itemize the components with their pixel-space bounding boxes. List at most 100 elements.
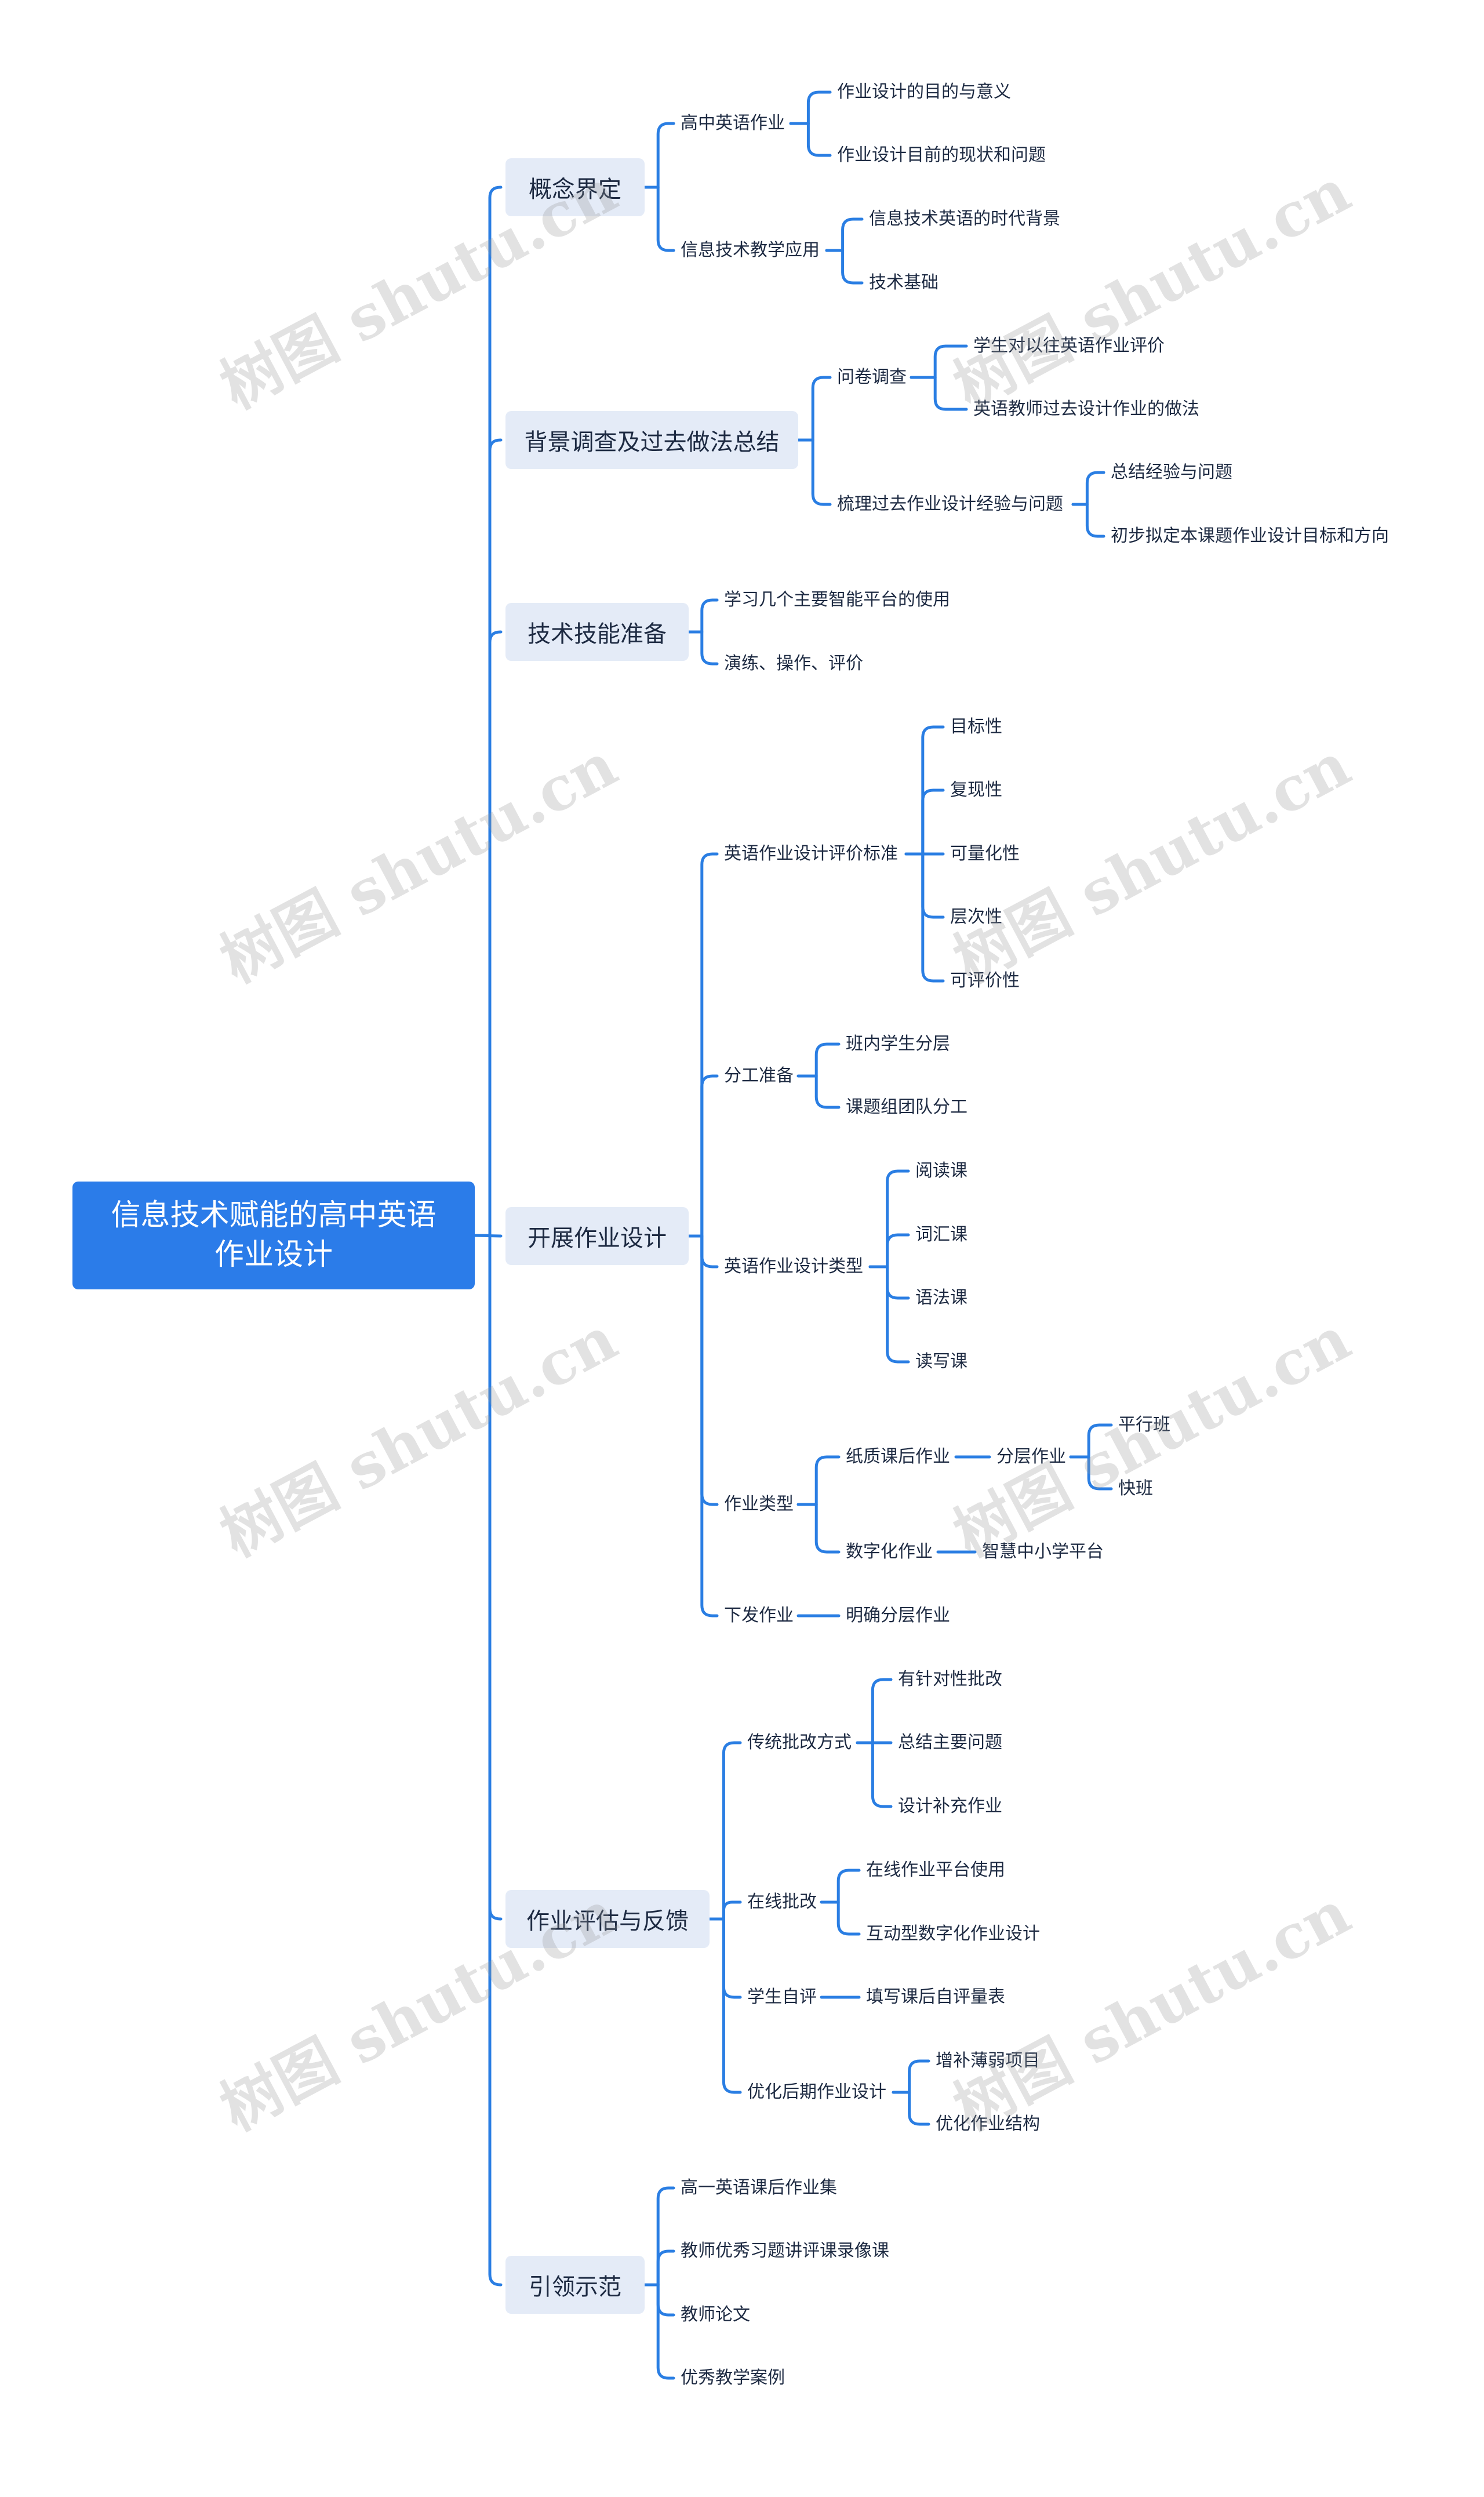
topic-node[interactable]: 英语教师过去设计作业的做法: [971, 399, 1202, 420]
connector-line: [910, 344, 968, 379]
topic-node[interactable]: 信息技术教学应用: [678, 240, 822, 261]
topic-node[interactable]: 语法课: [913, 1288, 970, 1309]
topic-node[interactable]: 初步拟定本课题作业设计目标和方向: [1108, 526, 1391, 547]
connector-line: [796, 1074, 841, 1109]
connector-line: [796, 1042, 841, 1078]
connector-line: [796, 1503, 841, 1554]
connector-line: [643, 122, 675, 189]
topic-node[interactable]: 技术基础: [867, 272, 941, 293]
branch-background-survey[interactable]: 背景调查及过去做法总结: [505, 411, 798, 469]
topic-node[interactable]: 可评价性: [948, 971, 1022, 991]
branch-demonstration[interactable]: 引领示范: [505, 2256, 645, 2314]
connector-line: [473, 438, 503, 1237]
connector-line: [904, 725, 945, 856]
topic-node[interactable]: 教师优秀习题讲评课录像课: [678, 2241, 892, 2262]
topic-node[interactable]: 优秀教学案例: [678, 2368, 787, 2389]
topic-node[interactable]: 高一英语课后作业集: [678, 2178, 839, 2198]
topic-node[interactable]: 作业设计的目的与意义: [835, 82, 1013, 103]
connector-line: [820, 1900, 861, 1936]
topic-node[interactable]: 演练、操作、评价: [722, 653, 865, 674]
topic-node[interactable]: 总结主要问题: [896, 1732, 1005, 1753]
topic-node[interactable]: 在线作业平台使用: [864, 1860, 1007, 1881]
branch-evaluation-feedback[interactable]: 作业评估与反馈: [505, 1890, 710, 1948]
topic-node[interactable]: 英语作业设计评价标准: [722, 844, 900, 864]
topic-node[interactable]: 下发作业: [722, 1605, 796, 1626]
topic-node[interactable]: 设计补充作业: [896, 1796, 1005, 1817]
topic-node[interactable]: 课题组团队分工: [843, 1097, 970, 1118]
branch-concept-definition[interactable]: 概念界定: [505, 158, 645, 216]
connector-line: [687, 1234, 719, 1618]
topic-node[interactable]: 在线批改: [745, 1892, 819, 1913]
connector-line: [1069, 1423, 1113, 1459]
topic-node[interactable]: 班内学生分层: [843, 1034, 952, 1055]
connector-line: [687, 598, 719, 634]
topic-node[interactable]: 总结经验与问题: [1108, 462, 1235, 483]
topic-node[interactable]: 词汇课: [913, 1224, 970, 1245]
topic-node[interactable]: 英语作业设计类型: [722, 1256, 865, 1277]
topic-node[interactable]: 分工准备: [722, 1066, 796, 1086]
topic-node[interactable]: 优化作业结构: [933, 2114, 1042, 2135]
topic-node[interactable]: 可量化性: [948, 844, 1022, 864]
topic-node[interactable]: 增补薄弱项目: [933, 2051, 1042, 2071]
connector-line: [1071, 471, 1105, 506]
connector-line: [904, 852, 945, 919]
connector-line: [789, 122, 832, 157]
topic-node[interactable]: 复现性: [948, 780, 1005, 801]
connector-line: [825, 217, 864, 252]
topic-node[interactable]: 读写课: [913, 1351, 970, 1372]
topic-node[interactable]: 纸质课后作业: [843, 1446, 952, 1467]
topic-node[interactable]: 目标性: [948, 717, 1005, 737]
connector-line: [856, 1678, 893, 1744]
connector-line: [473, 630, 503, 1237]
topic-node[interactable]: 分层作业: [994, 1446, 1068, 1467]
topic-node[interactable]: 学生对以往英语作业评价: [971, 336, 1167, 357]
connector-line: [473, 186, 503, 1237]
connector-line: [910, 376, 968, 411]
connector-line: [825, 249, 864, 285]
topic-node[interactable]: 梳理过去作业设计经验与问题: [835, 494, 1065, 515]
connector-line: [473, 1234, 503, 1921]
topic-node[interactable]: 填写课后自评量表: [864, 1987, 1007, 2008]
topic-node[interactable]: 作业设计目前的现状和问题: [835, 145, 1048, 166]
connector-line: [687, 630, 719, 666]
topic-node[interactable]: 快班: [1116, 1478, 1155, 1499]
topic-node[interactable]: 作业类型: [722, 1494, 796, 1515]
topic-node[interactable]: 互动型数字化作业设计: [864, 1924, 1042, 1944]
topic-node[interactable]: 平行班: [1116, 1415, 1173, 1435]
topic-node[interactable]: 有针对性批改: [896, 1669, 1005, 1690]
topic-node[interactable]: 智慧中小学平台: [980, 1542, 1106, 1562]
connector-line: [856, 1741, 893, 1808]
connector-line: [868, 1169, 910, 1269]
topic-node[interactable]: 学习几个主要智能平台的使用: [722, 590, 952, 610]
topic-node[interactable]: 传统批改方式: [745, 1732, 854, 1753]
topic-node[interactable]: 数字化作业: [843, 1542, 935, 1562]
connector-line: [1071, 503, 1105, 538]
topic-node[interactable]: 学生自评: [745, 1987, 819, 2008]
topic-node[interactable]: 高中英语作业: [678, 113, 787, 134]
topic-node[interactable]: 阅读课: [913, 1161, 970, 1182]
topic-node[interactable]: 信息技术英语的时代背景: [867, 209, 1063, 230]
branch-tech-skill-prep[interactable]: 技术技能准备: [505, 603, 689, 661]
connector-line: [892, 2091, 930, 2126]
connector-line: [904, 788, 945, 856]
topic-node[interactable]: 明确分层作业: [843, 1605, 952, 1626]
connector-line: [473, 1234, 503, 2287]
connector-line: [796, 1455, 841, 1506]
connector-line: [789, 90, 832, 125]
topic-node[interactable]: 优化后期作业设计: [745, 2082, 889, 2103]
branch-homework-design[interactable]: 开展作业设计: [505, 1207, 689, 1265]
connector-line: [868, 1265, 910, 1300]
connector-line: [643, 2249, 675, 2287]
connector-line: [643, 2283, 675, 2380]
topic-node[interactable]: 问卷调查: [835, 367, 909, 388]
connector-line: [796, 438, 832, 506]
topic-node[interactable]: 层次性: [948, 907, 1005, 928]
connector-line: [868, 1233, 910, 1269]
connector-line: [820, 1869, 861, 1904]
topic-node[interactable]: 教师论文: [678, 2305, 752, 2325]
connector-line: [687, 1074, 719, 1238]
connector-line: [643, 186, 675, 252]
root-topic[interactable]: 信息技术赋能的高中英语 作业设计: [72, 1182, 475, 1289]
